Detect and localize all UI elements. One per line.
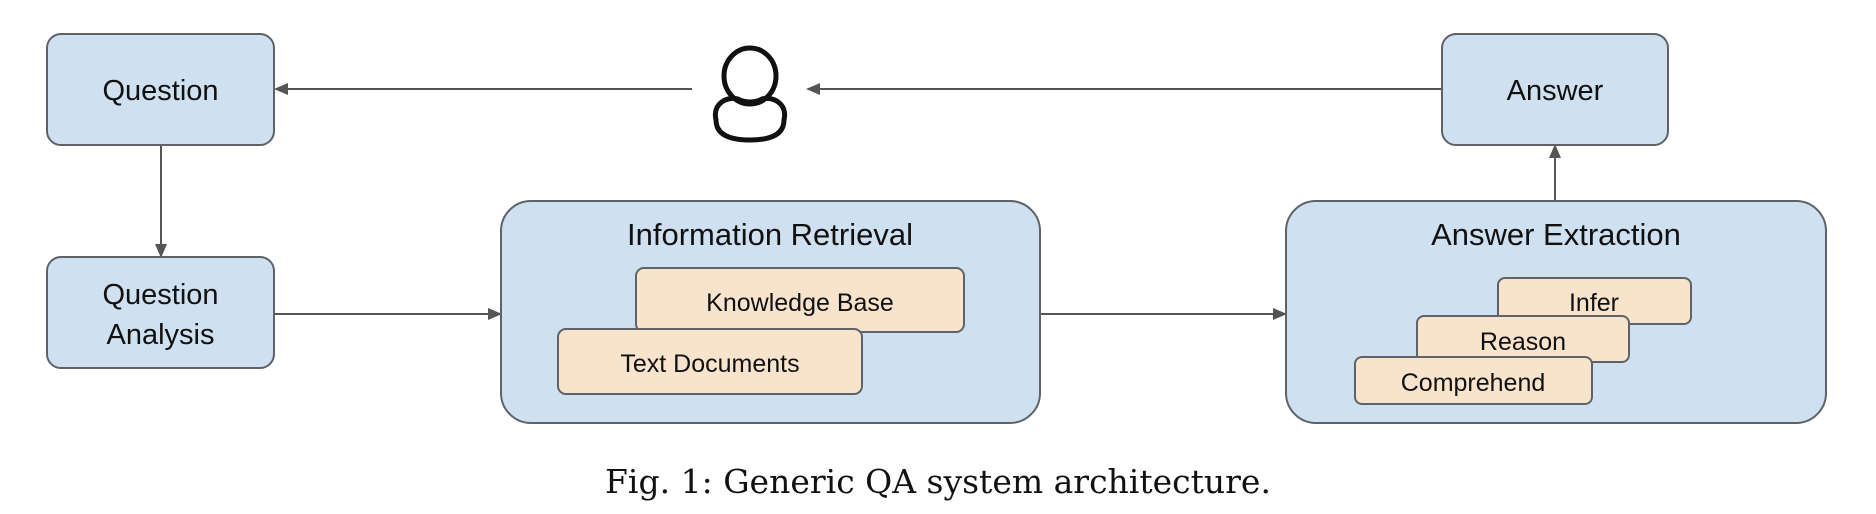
knowledge-base-source: Knowledge Base: [635, 267, 965, 333]
knowledge-base-label: Knowledge Base: [706, 289, 894, 317]
text-documents-label: Text Documents: [620, 350, 799, 378]
answer-node: Answer: [1441, 33, 1669, 146]
information-retrieval-title: Information Retrieval: [627, 217, 913, 252]
text-documents-source: Text Documents: [557, 328, 863, 395]
answer-extraction-node: Answer Extraction Infer Reason Comprehen…: [1285, 200, 1827, 424]
reason-step: Reason: [1416, 315, 1630, 363]
user-icon: [712, 45, 788, 143]
question-label: Question: [102, 75, 218, 107]
answer-extraction-title: Answer Extraction: [1431, 217, 1681, 252]
question-analysis-label-line1: Question: [102, 279, 218, 311]
answer-label: Answer: [1507, 75, 1604, 107]
comprehend-step: Comprehend: [1354, 356, 1593, 405]
infer-label: Infer: [1569, 289, 1619, 317]
question-node: Question: [46, 33, 275, 146]
reason-label: Reason: [1480, 328, 1566, 356]
infer-step: Infer: [1497, 277, 1692, 325]
information-retrieval-node: Information Retrieval Knowledge Base Tex…: [500, 200, 1041, 424]
comprehend-label: Comprehend: [1401, 369, 1546, 397]
question-analysis-label-line2: Analysis: [107, 319, 215, 351]
question-analysis-node: Question Analysis: [46, 256, 275, 369]
figure-caption: Fig. 1: Generic QA system architecture.: [605, 462, 1271, 501]
